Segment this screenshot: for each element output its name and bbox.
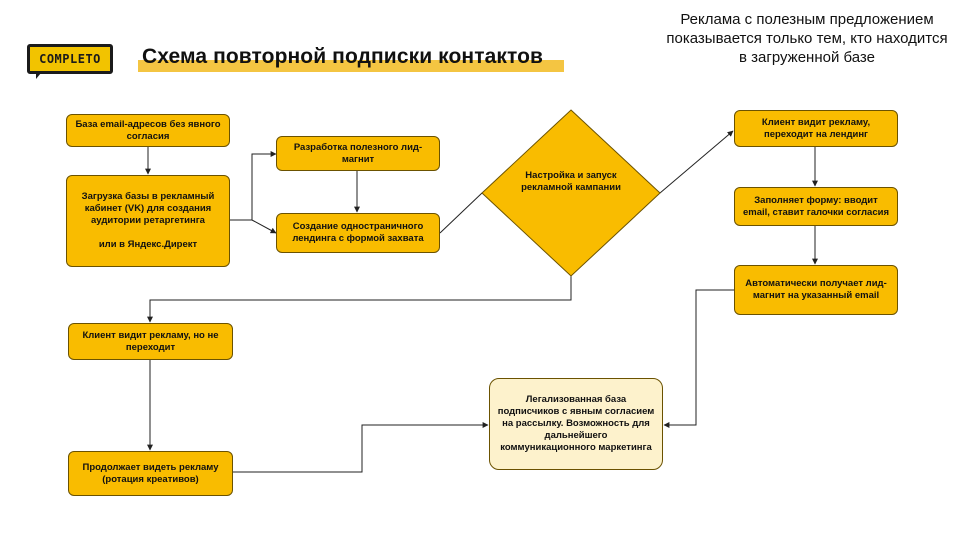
node-client-no-click: Клиент видит рекламу, но не переходит [68, 323, 233, 360]
node-receive-magnet: Автоматически получает лид-магнит на ука… [734, 265, 898, 315]
edge-n5-n9 [147, 276, 572, 323]
edge-n10-n11 [233, 422, 489, 473]
node-legal-base: Легализованная база подписчиков с явным … [489, 378, 663, 470]
campaign-diamond [481, 109, 661, 277]
node-client-clicks: Клиент видит рекламу, переходит на ленди… [734, 110, 898, 147]
node-upload-base: Загрузка базы в рекламный кабинет (VK) д… [66, 175, 230, 267]
node-campaign-label: Настройка и запуск рекламной кампании [521, 170, 621, 193]
node-lead-magnet: Разработка полезного лид-магнит [276, 136, 440, 171]
title-highlight [138, 60, 564, 72]
edge-n2-n4 [230, 219, 277, 234]
node-keep-seeing: Продолжает видеть рекламу (ротация креат… [68, 451, 233, 496]
node-email-base: База email-адресов без явного согласия [66, 114, 230, 147]
edge-n2-n3 [230, 151, 277, 221]
edge-n8-n11 [663, 289, 734, 428]
node-fill-form: Заполняет форму: вводит email, ставит га… [734, 187, 898, 226]
edge-n4-n5 [439, 192, 483, 234]
title-block: Схема повторной подписки контактов [138, 44, 564, 72]
edge-n5-n6 [659, 130, 734, 194]
node-landing: Создание одностраничного лендинга с форм… [276, 213, 440, 253]
page-title: Схема повторной подписки контактов [142, 45, 544, 68]
audience-note: Реклама с полезным предложением показыва… [666, 11, 948, 66]
completo-logo: COMPLETO [27, 44, 113, 79]
